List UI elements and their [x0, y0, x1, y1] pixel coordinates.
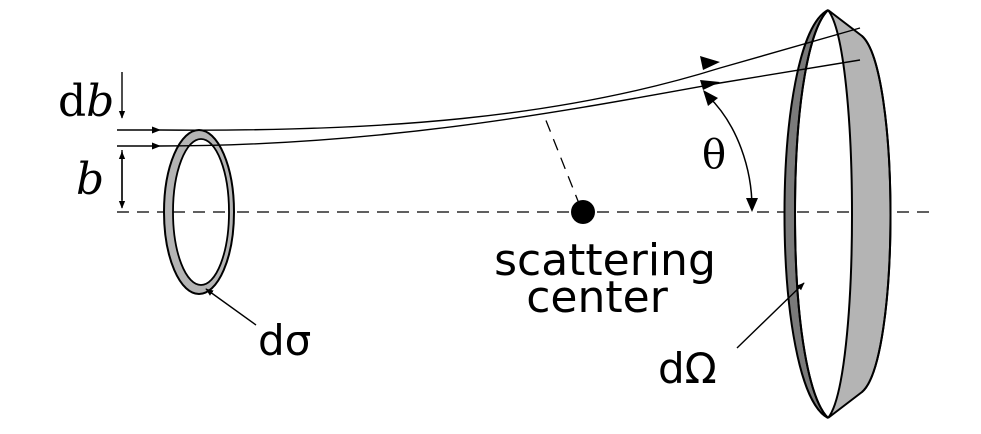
- distance-of-closest-approach: [544, 117, 581, 207]
- b-label: b: [76, 154, 104, 205]
- dsigma-label: dσ: [258, 316, 311, 365]
- theta-arrow-top: [703, 90, 718, 106]
- trajectory-arrow-lower: [700, 80, 720, 90]
- scattering-label: scattering: [494, 235, 716, 286]
- trajectory-lower: [159, 59, 861, 147]
- center-label: center: [526, 272, 668, 323]
- theta-label: θ: [702, 132, 726, 178]
- dsigma-pointer: [205, 288, 257, 326]
- domega-outer-right: [861, 35, 892, 393]
- theta-arc: [707, 95, 753, 209]
- theta-arrow-bottom: [746, 198, 758, 212]
- domega-label: dΩ: [658, 344, 717, 393]
- trajectory-arrow-upper: [700, 56, 720, 70]
- scattering-center-dot: [571, 200, 595, 224]
- db-label: db: [58, 76, 114, 127]
- trajectory-upper: [159, 27, 861, 131]
- domega-band-light: [827, 9, 892, 419]
- domega-pointer: [736, 282, 805, 349]
